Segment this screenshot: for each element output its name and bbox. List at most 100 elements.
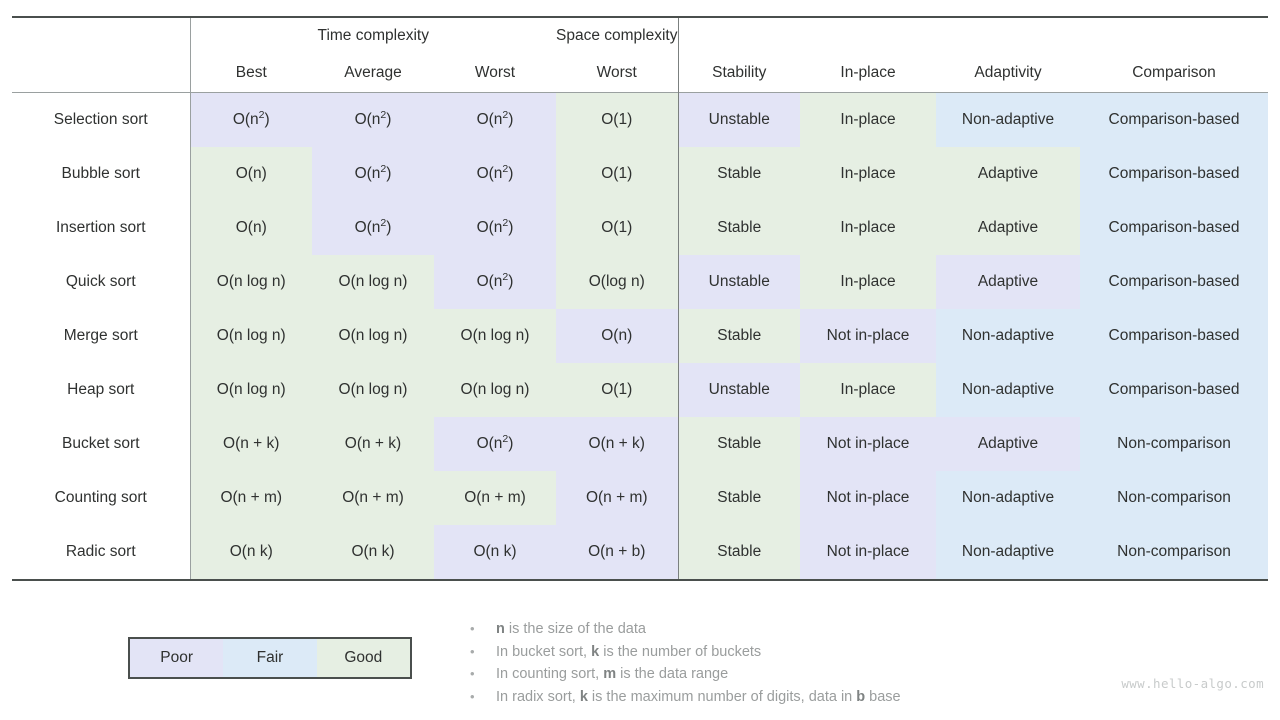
- cell-comparison: Comparison-based: [1080, 363, 1268, 417]
- column-header-time_best: Best: [189, 54, 312, 93]
- cell-space_worst: O(n): [556, 309, 678, 363]
- column-header-algorithm: [12, 54, 190, 93]
- cell-time_best: O(n2): [189, 93, 312, 147]
- column-header-space_worst: Worst: [556, 54, 678, 93]
- algorithm-name-cell: Selection sort: [12, 93, 190, 147]
- cell-space_worst: O(n + k): [556, 417, 678, 471]
- cell-stability: Stable: [677, 147, 800, 201]
- bullet-icon: •: [470, 688, 475, 704]
- cell-time_worst: O(n2): [434, 201, 556, 255]
- cell-stability: Unstable: [677, 93, 800, 147]
- cell-time_average: O(n log n): [312, 255, 434, 309]
- cell-time_average: O(n2): [312, 201, 434, 255]
- cell-space_worst: O(n + m): [556, 471, 678, 525]
- cell-time_worst: O(n log n): [434, 309, 556, 363]
- cell-comparison: Non-comparison: [1080, 417, 1268, 471]
- footnote-text: In bucket sort, k is the number of bucke…: [496, 643, 762, 660]
- cell-comparison: Non-comparison: [1080, 525, 1268, 580]
- cell-time_average: O(n + k): [312, 417, 434, 471]
- cell-in_place: In-place: [800, 147, 936, 201]
- cell-comparison: Comparison-based: [1080, 255, 1268, 309]
- bullet-icon: •: [470, 666, 475, 681]
- cell-adaptivity: Non-adaptive: [936, 363, 1080, 417]
- cell-adaptivity: Non-adaptive: [936, 93, 1080, 147]
- column-header-stability: Stability: [677, 54, 800, 93]
- cell-time_best: O(n log n): [189, 255, 312, 309]
- algorithm-name-cell: Heap sort: [12, 363, 190, 417]
- group-header-blank: [677, 18, 1268, 54]
- cell-time_best: O(n k): [189, 525, 312, 580]
- cell-adaptivity: Non-adaptive: [936, 525, 1080, 580]
- site-watermark: www.hello-algo.com: [1121, 676, 1264, 691]
- cell-time_best: O(n log n): [189, 363, 312, 417]
- cell-time_best: O(n): [189, 147, 312, 201]
- cell-stability: Stable: [677, 525, 800, 580]
- legend-item-good: Good: [316, 639, 410, 677]
- footnote-item: •n is the size of the data: [470, 618, 1090, 641]
- group-header-space-complexity: Space complexity: [556, 18, 678, 54]
- group-header-blank: [12, 18, 190, 54]
- column-header-time_average: Average: [312, 54, 434, 93]
- cell-space_worst: O(log n): [556, 255, 678, 309]
- legend-item-poor: Poor: [130, 639, 224, 677]
- cell-in_place: In-place: [800, 93, 936, 147]
- cell-space_worst: O(1): [556, 147, 678, 201]
- cell-in_place: In-place: [800, 363, 936, 417]
- algorithm-name-cell: Quick sort: [12, 255, 190, 309]
- cell-adaptivity: Non-adaptive: [936, 471, 1080, 525]
- footnote-item: • In bucket sort, k is the number of buck…: [470, 641, 1090, 664]
- column-header-time_worst: Worst: [434, 54, 556, 93]
- column-header-comparison: Comparison: [1080, 54, 1268, 93]
- cell-comparison: Comparison-based: [1080, 201, 1268, 255]
- cell-time_worst: O(n2): [434, 255, 556, 309]
- cell-comparison: Comparison-based: [1080, 93, 1268, 147]
- algorithm-name-cell: Counting sort: [12, 471, 190, 525]
- cell-time_worst: O(n2): [434, 93, 556, 147]
- cell-adaptivity: Non-adaptive: [936, 309, 1080, 363]
- cell-time_best: O(n): [189, 201, 312, 255]
- cell-time_average: O(n2): [312, 147, 434, 201]
- cell-in_place: Not in-place: [800, 417, 936, 471]
- cell-stability: Unstable: [677, 255, 800, 309]
- cell-adaptivity: Adaptive: [936, 201, 1080, 255]
- footnote-text: n is the size of the data: [496, 621, 646, 637]
- cell-stability: Stable: [677, 309, 800, 363]
- algorithm-name-cell: Bucket sort: [12, 417, 190, 471]
- cell-time_worst: O(n + m): [434, 471, 556, 525]
- cell-stability: Stable: [677, 417, 800, 471]
- cell-time_average: O(n log n): [312, 309, 434, 363]
- legend-item-fair: Fair: [223, 639, 317, 677]
- column-header-adaptivity: Adaptivity: [936, 54, 1080, 93]
- cell-time_best: O(n + k): [189, 417, 312, 471]
- cell-in_place: Not in-place: [800, 471, 936, 525]
- cell-time_best: O(n log n): [189, 309, 312, 363]
- footnote-item: •In radix sort, k is the maximum number …: [470, 686, 1090, 709]
- algorithm-name-cell: Bubble sort: [12, 147, 190, 201]
- cell-time_worst: O(n2): [434, 147, 556, 201]
- cell-time_average: O(n2): [312, 93, 434, 147]
- cell-stability: Unstable: [677, 363, 800, 417]
- algorithm-name-cell: Merge sort: [12, 309, 190, 363]
- cell-time_worst: O(n log n): [434, 363, 556, 417]
- bullet-icon: •: [470, 643, 475, 659]
- cell-adaptivity: Adaptive: [936, 147, 1080, 201]
- footnote-item: •In counting sort, m is the data range: [470, 663, 1090, 686]
- group-header-time-complexity: Time complexity: [189, 18, 556, 54]
- cell-time_average: O(n k): [312, 525, 434, 580]
- cell-space_worst: O(1): [556, 363, 678, 417]
- cell-adaptivity: Adaptive: [936, 255, 1080, 309]
- algorithm-name-cell: Radic sort: [12, 525, 190, 580]
